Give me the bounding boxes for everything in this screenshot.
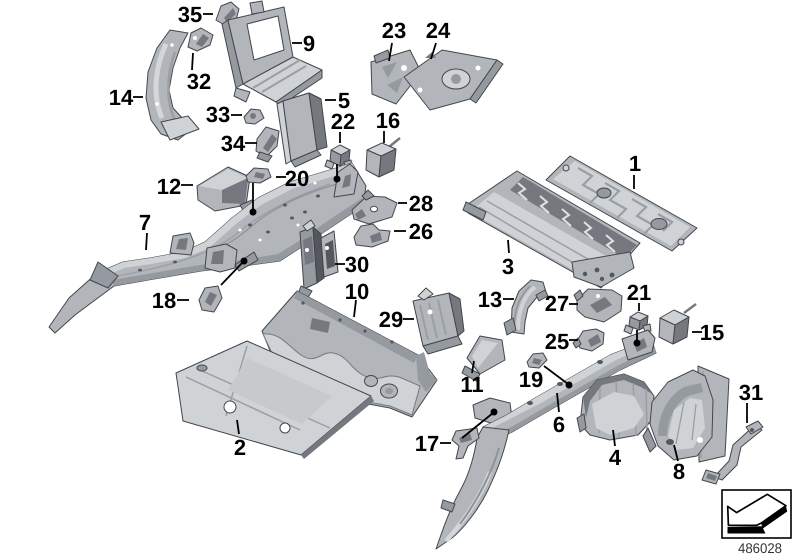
svg-text:34: 34 [221,131,246,156]
svg-text:24: 24 [426,18,451,43]
svg-text:20: 20 [285,166,309,191]
svg-text:18: 18 [152,288,176,313]
svg-text:10: 10 [345,279,369,304]
svg-text:15: 15 [700,320,724,345]
svg-text:1: 1 [629,151,641,176]
svg-text:13: 13 [478,287,502,312]
svg-text:11: 11 [460,372,483,397]
svg-text:21: 21 [627,280,651,305]
svg-text:8: 8 [673,459,685,484]
svg-text:3: 3 [502,254,514,279]
svg-text:23: 23 [382,18,406,43]
svg-text:9: 9 [303,31,315,56]
svg-text:30: 30 [345,252,369,277]
svg-text:25: 25 [545,329,569,354]
svg-text:6: 6 [553,412,565,437]
svg-text:31: 31 [739,380,763,405]
svg-text:7: 7 [139,210,151,235]
svg-text:22: 22 [331,109,355,134]
svg-text:33: 33 [206,102,230,127]
svg-text:19: 19 [519,367,543,392]
svg-text:4: 4 [609,445,622,470]
svg-text:14: 14 [109,85,134,110]
svg-text:12: 12 [157,174,181,199]
svg-text:17: 17 [415,431,439,456]
svg-text:16: 16 [376,108,400,133]
svg-text:2: 2 [234,435,246,460]
svg-text:486028: 486028 [738,540,782,556]
svg-text:29: 29 [379,307,403,332]
svg-text:26: 26 [409,219,433,244]
svg-text:35: 35 [178,2,202,27]
svg-text:32: 32 [187,69,211,94]
svg-text:27: 27 [545,291,569,316]
svg-text:5: 5 [338,88,350,113]
svg-text:28: 28 [409,191,433,216]
